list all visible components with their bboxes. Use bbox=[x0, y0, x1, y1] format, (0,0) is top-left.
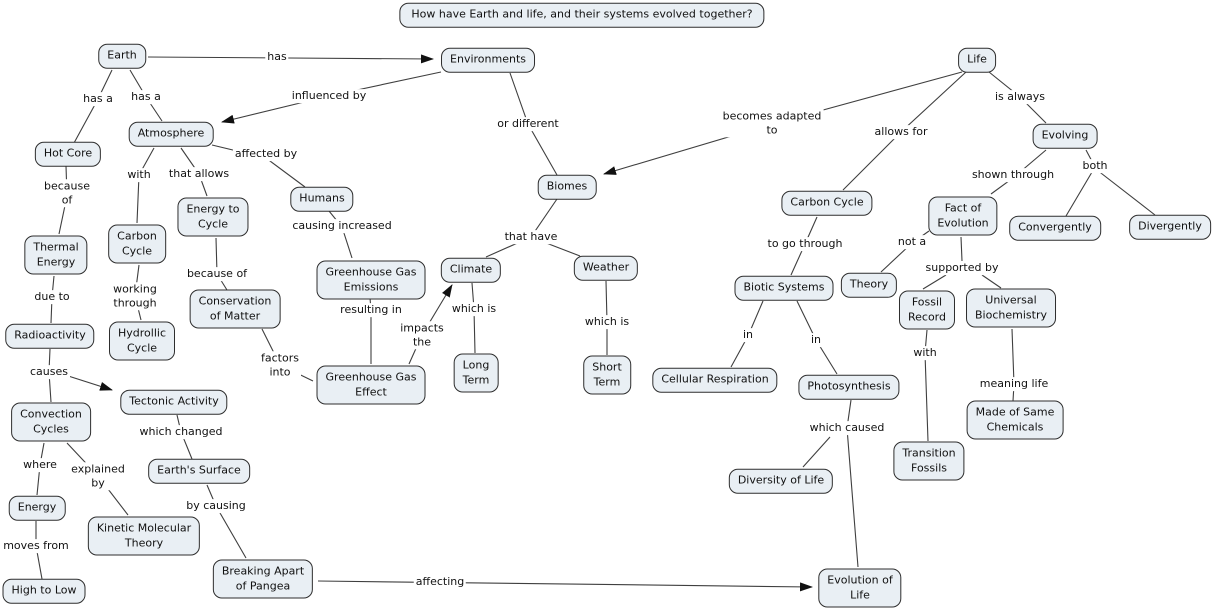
link-label-has-a-2[interactable]: has a bbox=[129, 90, 163, 104]
link-label-affecting[interactable]: affecting bbox=[413, 575, 467, 589]
link-label-explained-by[interactable]: explained by bbox=[69, 462, 127, 490]
node-photosynthesis[interactable]: Photosynthesis bbox=[798, 374, 900, 400]
link-label-resulting-in[interactable]: resulting in bbox=[338, 303, 404, 317]
node-greenhouse-gas-emissions[interactable]: Greenhouse Gas Emissions bbox=[316, 260, 426, 300]
link-label-both[interactable]: both bbox=[1080, 159, 1110, 173]
node-transition-fossils[interactable]: Transition Fossils bbox=[893, 441, 965, 481]
link-label-influenced-by[interactable]: influenced by bbox=[289, 89, 369, 103]
link-label-that-allows[interactable]: that allows bbox=[166, 167, 232, 181]
node-carbon-cycle-2[interactable]: Carbon Cycle bbox=[781, 190, 873, 216]
edge-climate-whichis-longterm bbox=[471, 282, 476, 354]
link-label-that-have[interactable]: that have bbox=[502, 230, 560, 244]
node-greenhouse-gas-effect[interactable]: Greenhouse Gas Effect bbox=[316, 365, 426, 405]
link-label-where[interactable]: where bbox=[21, 458, 59, 472]
edge-causes-tectonicactivity bbox=[61, 373, 113, 391]
node-long-term[interactable]: Long Term bbox=[453, 353, 499, 393]
link-label-impacts-the[interactable]: impacts the bbox=[398, 321, 446, 349]
node-fossil-record[interactable]: Fossil Record bbox=[898, 290, 956, 330]
link-label-due-to[interactable]: due to bbox=[32, 290, 72, 304]
node-hydrollic-cycle[interactable]: Hydrollic Cycle bbox=[109, 321, 175, 361]
edge-pangea-affecting-evolutionoflife bbox=[317, 580, 813, 592]
node-hot-core[interactable]: Hot Core bbox=[34, 141, 102, 167]
edge-supportedby-universalbiochem bbox=[981, 274, 1002, 289]
link-label-in-2[interactable]: in bbox=[808, 333, 824, 347]
link-label-shown-through[interactable]: shown through bbox=[969, 168, 1057, 182]
link-label-which-changed[interactable]: which changed bbox=[137, 425, 225, 439]
node-biomes[interactable]: Biomes bbox=[537, 174, 597, 200]
node-kinetic-molecular-theory[interactable]: Kinetic Molecular Theory bbox=[87, 516, 201, 556]
node-short-term[interactable]: Short Term bbox=[583, 355, 631, 395]
link-label-affected-by[interactable]: affected by bbox=[232, 147, 300, 161]
link-label-becomes-adapted-to[interactable]: becomes adapted to bbox=[720, 109, 824, 137]
link-label-meaning-life[interactable]: meaning life bbox=[977, 377, 1051, 391]
edge-factofevolution-supportedby bbox=[960, 236, 963, 262]
node-diversity-of-life[interactable]: Diversity of Life bbox=[728, 468, 834, 494]
node-life[interactable]: Life bbox=[958, 47, 996, 73]
node-atmosphere[interactable]: Atmosphere bbox=[128, 121, 214, 147]
edge-earth-has-environments bbox=[147, 54, 434, 64]
link-label-because-of-2[interactable]: because of bbox=[184, 267, 250, 281]
node-climate[interactable]: Climate bbox=[440, 257, 502, 283]
link-label-which-caused[interactable]: which caused bbox=[807, 421, 887, 435]
link-label-which-is-1[interactable]: which is bbox=[449, 302, 499, 316]
link-label-supported-by[interactable]: supported by bbox=[923, 261, 1001, 275]
node-conservation-of-matter[interactable]: Conservation of Matter bbox=[189, 289, 281, 329]
node-convergently[interactable]: Convergently bbox=[1009, 215, 1101, 241]
node-universal-biochemistry[interactable]: Universal Biochemistry bbox=[966, 288, 1056, 328]
node-evolving[interactable]: Evolving bbox=[1032, 123, 1098, 149]
node-theory[interactable]: Theory bbox=[840, 272, 898, 298]
link-label-causing-increased[interactable]: causing increased bbox=[290, 219, 394, 233]
link-label-or-different[interactable]: or different bbox=[495, 117, 561, 131]
node-environments[interactable]: Environments bbox=[441, 47, 535, 73]
node-radioactivity[interactable]: Radioactivity bbox=[5, 323, 95, 349]
node-carbon-cycle-1[interactable]: Carbon Cycle bbox=[108, 224, 166, 264]
edge-earthssurface-bycausing-pangea bbox=[206, 484, 247, 559]
node-cellular-respiration[interactable]: Cellular Respiration bbox=[652, 367, 778, 393]
link-label-by-causing[interactable]: by causing bbox=[184, 499, 248, 513]
link-label-to-go-through[interactable]: to go through bbox=[765, 237, 845, 251]
node-weather[interactable]: Weather bbox=[573, 255, 639, 281]
node-earth[interactable]: Earth bbox=[98, 43, 146, 69]
edge-atmosphere-with-carboncycle1 bbox=[136, 147, 155, 224]
node-thermal-energy[interactable]: Thermal Energy bbox=[24, 235, 88, 275]
node-divergently[interactable]: Divergently bbox=[1129, 214, 1211, 240]
node-humans[interactable]: Humans bbox=[290, 186, 354, 212]
node-question[interactable]: How have Earth and life, and their syste… bbox=[399, 2, 765, 28]
node-high-to-low[interactable]: High to Low bbox=[2, 578, 86, 604]
node-tectonic-activity[interactable]: Tectonic Activity bbox=[120, 389, 228, 415]
link-label-with-1[interactable]: with bbox=[125, 168, 153, 182]
link-label-causes[interactable]: causes bbox=[28, 365, 70, 379]
node-breaking-apart-of-pangea[interactable]: Breaking Apart of Pangea bbox=[212, 559, 314, 599]
link-label-with-2[interactable]: with bbox=[911, 346, 939, 360]
node-energy-to-cycle[interactable]: Energy to Cycle bbox=[177, 197, 249, 237]
edge-supportedby-fossilrecord bbox=[922, 274, 947, 290]
node-earths-surface[interactable]: Earth's Surface bbox=[148, 458, 250, 484]
link-label-working-through[interactable]: working through bbox=[111, 282, 159, 310]
link-label-which-is-2[interactable]: which is bbox=[582, 315, 632, 329]
link-label-because-of-1[interactable]: because of bbox=[41, 179, 93, 207]
link-label-in-1[interactable]: in bbox=[740, 328, 756, 342]
node-made-of-same-chemicals[interactable]: Made of Same Chemicals bbox=[966, 400, 1064, 440]
node-evolution-of-life[interactable]: Evolution of Life bbox=[818, 568, 902, 608]
node-biotic-systems[interactable]: Biotic Systems bbox=[734, 275, 834, 301]
node-fact-of-evolution[interactable]: Fact of Evolution bbox=[928, 196, 998, 236]
edge-energytocycle-becauseof-conservation bbox=[215, 237, 228, 291]
edge-earth-hasa-hotcore bbox=[73, 69, 113, 144]
link-label-factors-into[interactable]: factors into bbox=[259, 351, 301, 379]
node-convection-cycles[interactable]: Convection Cycles bbox=[11, 402, 91, 442]
edge-biomes-thathave-climate bbox=[485, 198, 558, 258]
link-label-allows-for[interactable]: allows for bbox=[872, 125, 930, 139]
link-label-is-always[interactable]: is always bbox=[992, 90, 1048, 104]
link-label-moves-from[interactable]: moves from bbox=[1, 539, 71, 553]
link-label-has[interactable]: has bbox=[265, 50, 289, 64]
link-label-not-a[interactable]: not a bbox=[895, 235, 929, 249]
edge-whichcaused-diversityoflife bbox=[802, 436, 831, 468]
edge-both-divergently bbox=[1096, 169, 1156, 216]
link-label-has-a-1[interactable]: has a bbox=[81, 92, 115, 106]
edge-humans-causingincreased-ggemissions bbox=[328, 210, 353, 259]
node-energy[interactable]: Energy bbox=[8, 495, 66, 521]
